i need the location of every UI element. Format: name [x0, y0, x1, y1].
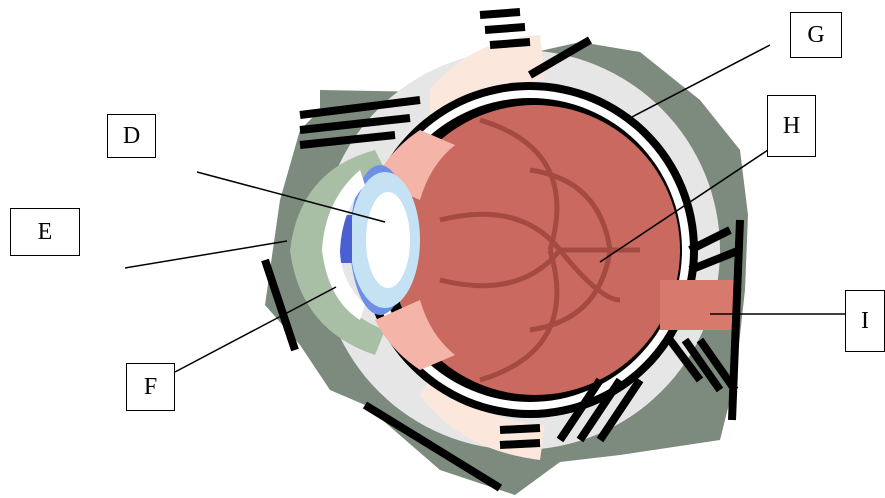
label-H: H	[767, 95, 816, 157]
label-F-text: F	[144, 374, 157, 401]
label-G-text: G	[807, 22, 824, 49]
label-G: G	[790, 12, 842, 58]
label-E-text: E	[38, 219, 53, 246]
label-H-text: H	[783, 113, 800, 140]
label-D-text: D	[123, 123, 140, 150]
lens-core	[366, 192, 410, 288]
label-I-text: I	[861, 308, 869, 335]
label-I: I	[845, 290, 885, 352]
label-D: D	[107, 114, 156, 158]
label-E: E	[10, 208, 80, 256]
label-F: F	[126, 363, 175, 411]
optic-nerve	[660, 280, 740, 330]
